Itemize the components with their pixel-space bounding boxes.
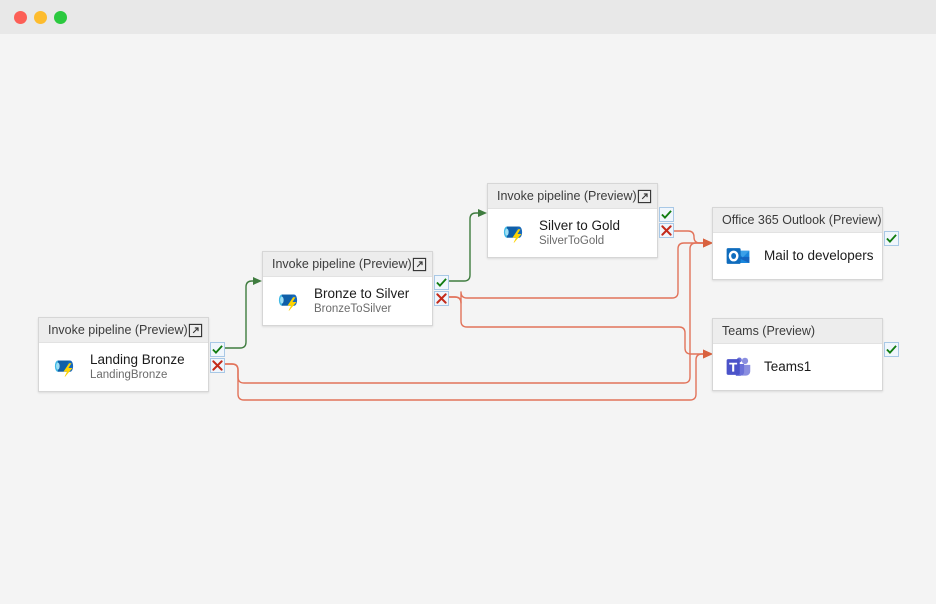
node-body: Mail to developers xyxy=(713,233,882,279)
edge-bronze-failure-to-teams xyxy=(447,296,713,359)
node-body: Landing Bronze LandingBronze xyxy=(39,343,208,391)
edge-landing-failure-to-teams xyxy=(223,349,713,401)
invoke-pipeline-icon xyxy=(503,226,523,243)
node-header-title: Invoke pipeline (Preview) xyxy=(48,323,188,337)
node-silver-to-gold[interactable]: Invoke pipeline (Preview) Silver to Gold… xyxy=(487,183,674,258)
node-landing-bronze[interactable]: Invoke pipeline (Preview) Landing Bronze… xyxy=(38,317,225,392)
teams-icon xyxy=(726,357,751,376)
node-header: Office 365 Outlook (Preview) xyxy=(713,208,882,233)
node-header: Invoke pipeline (Preview) xyxy=(488,184,657,209)
node-teams[interactable]: Teams (Preview) Teams1 xyxy=(712,318,899,391)
node-header: Teams (Preview) xyxy=(713,319,882,344)
success-port[interactable] xyxy=(884,231,899,246)
invoke-pipeline-icon xyxy=(278,294,298,311)
failure-port[interactable] xyxy=(434,291,449,306)
success-port[interactable] xyxy=(210,342,225,357)
external-link-icon[interactable] xyxy=(637,189,652,204)
window-close-button[interactable] xyxy=(14,11,27,24)
node-header-title: Invoke pipeline (Preview) xyxy=(497,189,637,203)
external-link-icon[interactable] xyxy=(412,257,427,272)
edge-bronze-success-to-silver xyxy=(447,209,487,282)
node-subtitle: LandingBronze xyxy=(90,368,168,381)
node-header-title: Office 365 Outlook (Preview) xyxy=(722,213,882,227)
node-subtitle: SilverToGold xyxy=(539,234,605,247)
node-header-title: Invoke pipeline (Preview) xyxy=(272,257,412,271)
node-title: Teams1 xyxy=(764,359,812,375)
pipeline-canvas[interactable]: Invoke pipeline (Preview) Landing Bronze… xyxy=(0,34,936,604)
node-title: Landing Bronze xyxy=(90,352,185,368)
node-header-title: Teams (Preview) xyxy=(722,324,816,338)
edge-silver-failure-to-outlook xyxy=(672,230,713,248)
node-body: Silver to Gold SilverToGold xyxy=(488,209,657,257)
node-bronze-to-silver[interactable]: Invoke pipeline (Preview) Bronze to Silv… xyxy=(262,251,449,326)
invoke-pipeline-icon xyxy=(54,360,74,377)
window-minimize-button[interactable] xyxy=(34,11,47,24)
node-subtitle: BronzeToSilver xyxy=(314,302,392,315)
node-title: Silver to Gold xyxy=(539,218,621,234)
outlook-icon xyxy=(726,248,750,264)
node-title: Mail to developers xyxy=(764,248,874,264)
window-titlebar xyxy=(0,0,936,34)
window-maximize-button[interactable] xyxy=(54,11,67,24)
external-link-icon[interactable] xyxy=(188,323,203,338)
edge-landing-success-to-bronze xyxy=(223,277,262,349)
edge-layer xyxy=(223,209,713,401)
node-office-365-outlook[interactable]: Office 365 Outlook (Preview) Mail to dev… xyxy=(712,207,899,280)
node-body: Bronze to Silver BronzeToSilver xyxy=(263,277,432,325)
success-port[interactable] xyxy=(434,275,449,290)
success-port[interactable] xyxy=(659,207,674,222)
failure-port[interactable] xyxy=(210,358,225,373)
node-body: Teams1 xyxy=(713,344,882,390)
node-title: Bronze to Silver xyxy=(314,286,410,302)
node-header: Invoke pipeline (Preview) xyxy=(39,318,208,343)
success-port[interactable] xyxy=(884,342,899,357)
failure-port[interactable] xyxy=(659,223,674,238)
node-header: Invoke pipeline (Preview) xyxy=(263,252,432,277)
